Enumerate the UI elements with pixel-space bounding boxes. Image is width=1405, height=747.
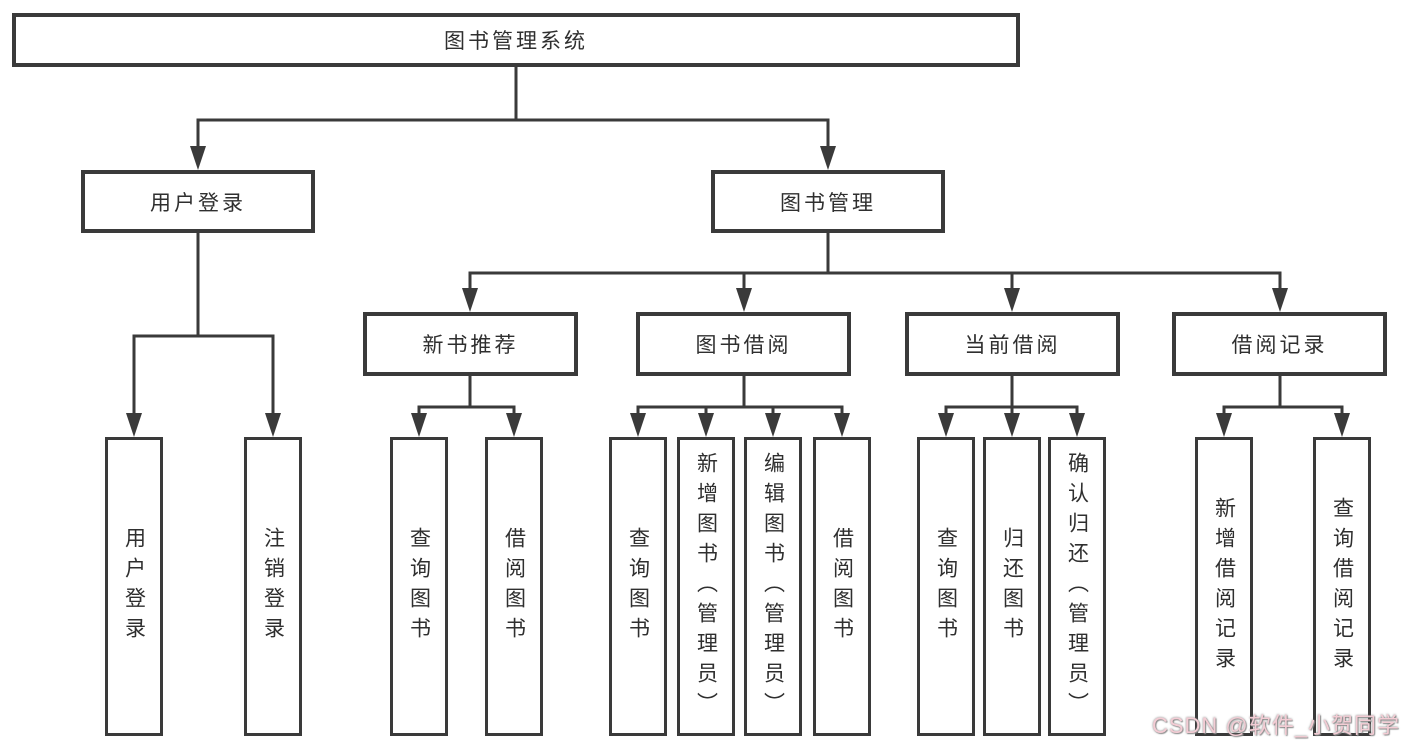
node-new-book-recommend: 新书推荐 xyxy=(363,312,578,376)
node-book-management: 图书管理 xyxy=(711,170,945,233)
node-user-login: 用户登录 xyxy=(81,170,315,233)
leaf-label: 归还图书 xyxy=(1000,526,1024,647)
leaf-borrow-book: 借阅图书 xyxy=(813,437,871,736)
leaf-label: 新增图书（管理员） xyxy=(694,451,718,722)
leaf-query-book-recommend: 查询图书 xyxy=(390,437,448,736)
leaf-user-login: 用户登录 xyxy=(105,437,163,736)
csdn-watermark: CSDN @软件_小贺同学 xyxy=(1151,713,1400,738)
leaf-add-borrow-record: 新增借阅记录 xyxy=(1195,437,1253,736)
node-current-borrow: 当前借阅 xyxy=(905,312,1120,376)
leaf-return-book: 归还图书 xyxy=(983,437,1041,736)
leaf-label: 确认归还（管理员） xyxy=(1065,451,1089,722)
node-library-management-system: 图书管理系统 xyxy=(12,13,1020,67)
leaf-label: 注销登录 xyxy=(261,526,285,647)
leaf-label: 用户登录 xyxy=(122,526,146,647)
leaf-label: 借阅图书 xyxy=(502,526,526,647)
leaf-query-book-current: 查询图书 xyxy=(917,437,975,736)
leaf-label: 新增借阅记录 xyxy=(1212,496,1236,677)
leaf-label: 借阅图书 xyxy=(830,526,854,647)
leaf-logout: 注销登录 xyxy=(244,437,302,736)
node-borrow-records: 借阅记录 xyxy=(1172,312,1387,376)
leaf-label: 查询图书 xyxy=(626,526,650,647)
leaf-edit-book-admin: 编辑图书（管理员） xyxy=(744,437,802,736)
leaf-label: 查询借阅记录 xyxy=(1330,496,1354,677)
leaf-label: 查询图书 xyxy=(934,526,958,647)
leaf-confirm-return-admin: 确认归还（管理员） xyxy=(1048,437,1106,736)
leaf-label: 查询图书 xyxy=(407,526,431,647)
leaf-query-borrow-record: 查询借阅记录 xyxy=(1313,437,1371,736)
leaf-add-book-admin: 新增图书（管理员） xyxy=(677,437,735,736)
leaf-label: 编辑图书（管理员） xyxy=(761,451,785,722)
leaf-query-book-borrow: 查询图书 xyxy=(609,437,667,736)
leaf-borrow-book-recommend: 借阅图书 xyxy=(485,437,543,736)
node-book-borrow: 图书借阅 xyxy=(636,312,851,376)
